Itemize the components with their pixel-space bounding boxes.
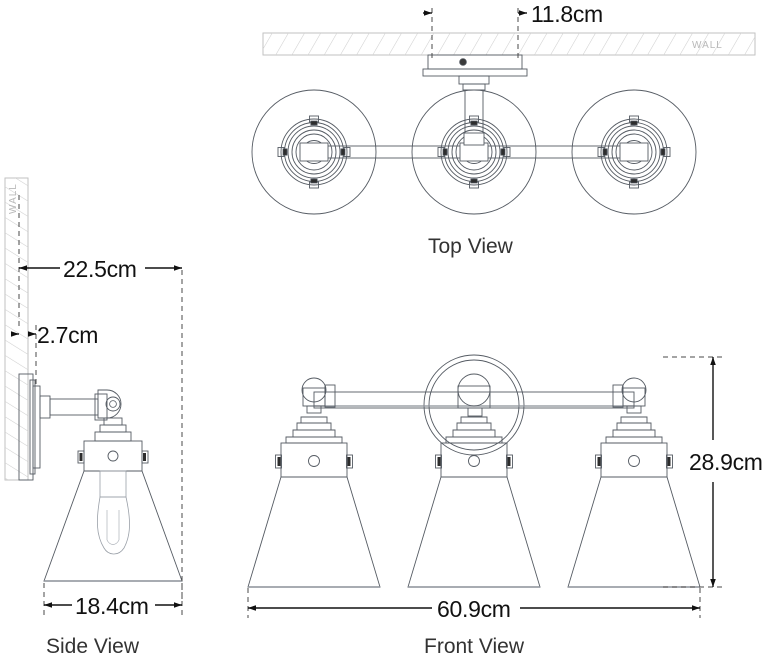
front-view-lamp-left (247, 416, 381, 588)
side-projection-dimension: 22.5cm (18, 195, 183, 600)
top-view-mount (422, 54, 528, 143)
side-view-label: Side View (46, 635, 140, 658)
front-height-dimension-label: 28.9cm (689, 449, 763, 475)
side-view-shade (43, 470, 183, 582)
side-backplate-dimension-label: 2.7cm (37, 322, 98, 348)
side-view: WALL (4, 177, 183, 658)
front-view: 60.9cm 28.9cm Front View (247, 354, 763, 658)
front-view-elbow-center (457, 373, 491, 417)
side-view-backplate (18, 373, 41, 481)
front-view-backplate (423, 354, 525, 456)
front-height-dimension: 28.9cm (663, 356, 763, 588)
front-view-lamp-right (567, 416, 701, 588)
side-view-arm (39, 389, 132, 442)
side-projection-dimension-label: 22.5cm (63, 256, 137, 282)
top-view-wall: WALL (262, 32, 756, 56)
side-backplate-dimension: 2.7cm (11, 322, 98, 385)
side-shade-width-dimension: 18.4cm (43, 583, 183, 619)
top-depth-dimension-label: 11.8cm (531, 1, 603, 27)
top-view-label: Top View (428, 235, 514, 258)
side-view-fitter (77, 440, 149, 472)
top-depth-dimension: 11.8cm (423, 1, 603, 60)
front-width-dimension-label: 60.9cm (437, 596, 511, 622)
front-view-elbow-left (301, 377, 336, 414)
top-wall-label: WALL (692, 40, 723, 51)
side-shade-width-dimension-label: 18.4cm (75, 593, 149, 619)
side-view-bulb (96, 470, 130, 555)
front-view-lamp-center (407, 416, 541, 588)
front-view-label: Front View (424, 635, 525, 658)
top-view: WALL (251, 1, 756, 258)
side-view-wall: WALL (4, 177, 29, 481)
front-view-elbow-right (612, 377, 647, 414)
front-width-dimension: 60.9cm (247, 588, 701, 622)
top-view-hubs (299, 132, 649, 162)
side-wall-label: WALL (8, 183, 19, 214)
